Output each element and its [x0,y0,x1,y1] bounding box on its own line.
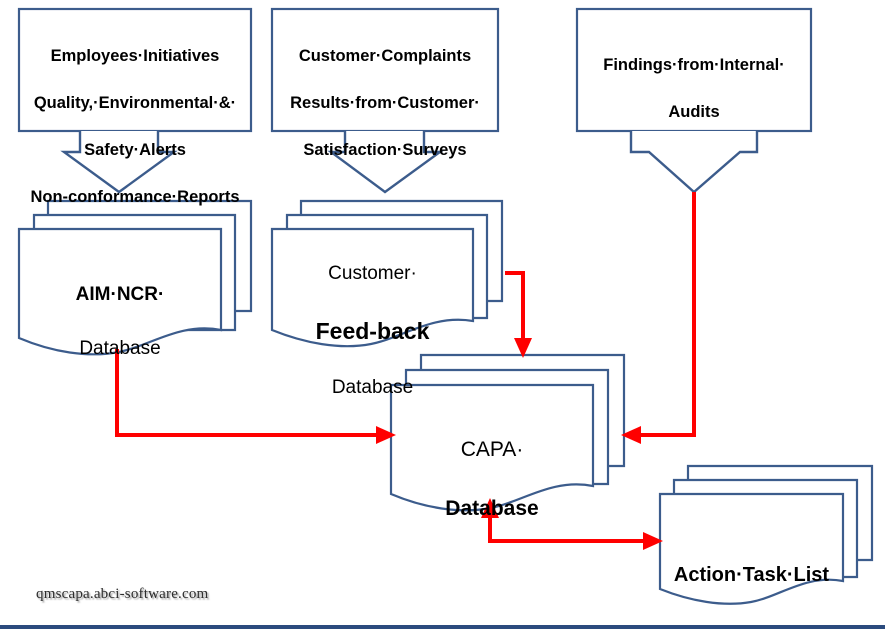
customer-box-to-feedback-db-arrow [327,131,444,194]
employee-box-to-aim-ncr-arrow [60,131,178,194]
internal-audits-box[interactable] [575,7,813,133]
capa-database[interactable] [389,353,626,512]
watermark-text: qmscapa.abci-software.com [36,586,209,602]
aim-ncr-to-capa-flow [115,349,396,444]
bottom-border-rule [0,625,885,629]
audits-box-to-capa-arrow [629,131,759,194]
customer-complaints-box[interactable] [270,7,500,133]
customer-feedback-database[interactable] [270,199,504,348]
audits-to-capa-flow [621,192,696,444]
action-task-list[interactable] [658,464,874,605]
capa-to-action-task-list-flow [481,498,663,550]
aim-ncr-database[interactable] [17,199,253,356]
feedback-db-to-capa-flow [505,271,532,358]
employee-initiatives-box[interactable] [17,7,253,133]
